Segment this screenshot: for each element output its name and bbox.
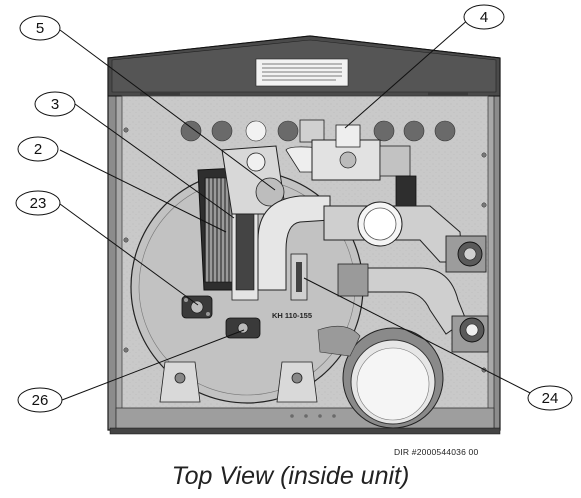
callout-5: 5 <box>19 15 61 41</box>
bottom-rail <box>109 407 501 435</box>
leader-lines <box>59 17 541 401</box>
callout-4: 4 <box>463 4 505 30</box>
venturi-housing <box>221 145 285 215</box>
observation-port <box>181 295 213 319</box>
ignitor <box>225 317 261 339</box>
return-pipe <box>337 263 489 353</box>
flame-sensor <box>290 253 308 301</box>
plate-supports <box>159 361 318 403</box>
svg-text:3: 3 <box>51 96 59 113</box>
callout-26: 26 <box>17 387 63 413</box>
gas-valve <box>299 119 417 207</box>
svg-text:23: 23 <box>30 195 47 212</box>
svg-text:26: 26 <box>32 392 49 409</box>
document-id: DIR #2000544036 00 <box>394 447 479 457</box>
flue-outlet <box>317 325 444 429</box>
component-label: KH 110-155 <box>272 311 312 320</box>
callout-2: 2 <box>17 136 59 162</box>
callout-23: 23 <box>15 190 61 216</box>
callout-24: 24 <box>527 385 573 411</box>
svg-text:4: 4 <box>480 9 488 26</box>
supply-pipe <box>323 201 487 273</box>
svg-text:5: 5 <box>36 20 44 37</box>
svg-text:2: 2 <box>34 141 42 158</box>
warning-label <box>255 58 349 87</box>
figure-caption: Top View (inside unit) <box>171 462 410 490</box>
callout-3: 3 <box>34 91 76 117</box>
svg-text:24: 24 <box>542 390 559 407</box>
